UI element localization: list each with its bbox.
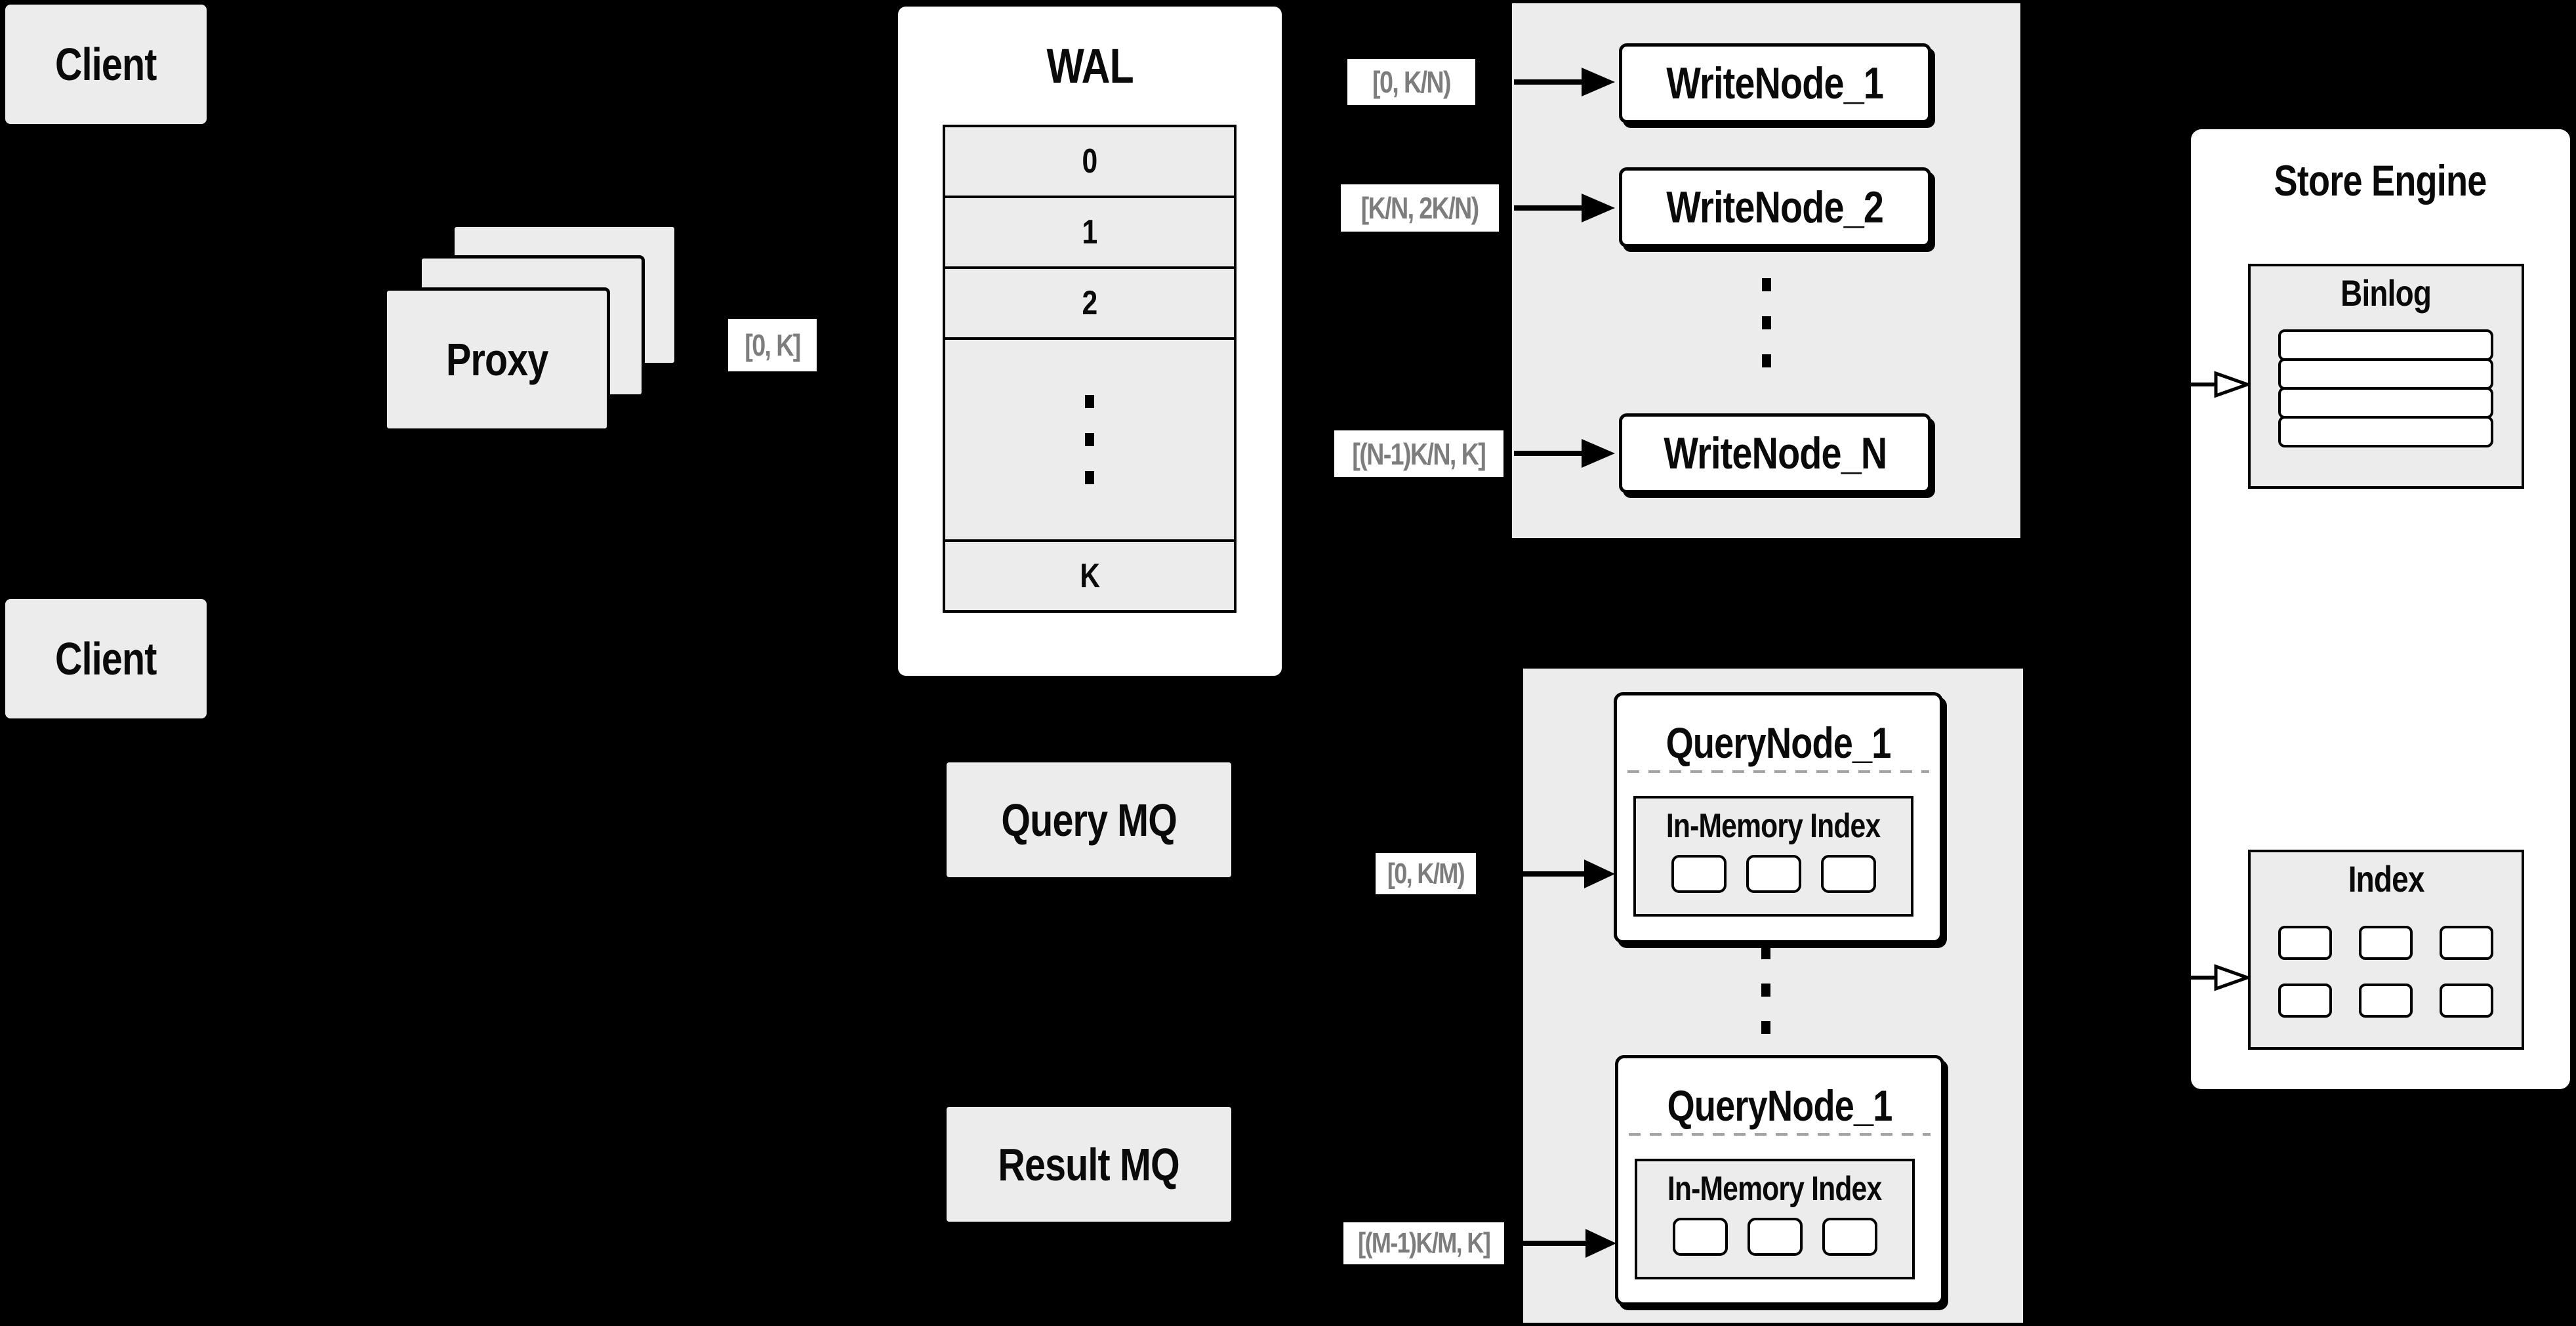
- index-cell: [1672, 1218, 1728, 1256]
- index-cell: [2359, 984, 2413, 1018]
- ellipsis-dot-icon: [1762, 278, 1771, 291]
- wal-title: WAL: [1046, 39, 1134, 93]
- proxy-box: Proxy: [384, 287, 610, 432]
- index-cells-row-2: [2278, 984, 2493, 1018]
- index-cell: [1822, 1218, 1877, 1256]
- arrow-write-node-2-icon: [1514, 192, 1615, 224]
- write-node-2-box: WriteNode_2: [1619, 167, 1931, 247]
- write-node-n-box: WriteNode_N: [1619, 413, 1931, 493]
- wal-segment-stack: 0 1 2 K: [943, 125, 1237, 613]
- ellipsis-dot-icon: [1761, 1021, 1770, 1034]
- in-memory-index-top-label: In-Memory Index: [1666, 807, 1881, 845]
- write-node-1-box: WriteNode_1: [1619, 43, 1931, 123]
- wal-segment-0: 0: [943, 125, 1237, 198]
- client-box-top: Client: [5, 5, 207, 124]
- index-cells-row-1: [2278, 926, 2493, 960]
- index-cell: [1746, 855, 1801, 893]
- binlog-row: [2278, 387, 2493, 419]
- ellipsis-dot-icon: [1085, 471, 1094, 484]
- binlog-row: [2278, 358, 2493, 390]
- ellipsis-dot-icon: [1085, 433, 1094, 446]
- store-engine-title-row: Store Engine: [2191, 155, 2570, 205]
- range-label-write-node-n: [(N-1)K/N, K]: [1334, 430, 1503, 477]
- range-label-proxy-out: [0, K]: [728, 319, 817, 371]
- arrow-query-node-1-icon: [1522, 858, 1615, 890]
- arrow-query-node-m-icon: [1523, 1228, 1616, 1259]
- query-node-top-title: QueryNode_1: [1666, 718, 1892, 767]
- range-label-query-node-m: [(M-1)K/M, K]: [1343, 1222, 1504, 1264]
- wal-segment-k: K: [943, 539, 1237, 613]
- index-title: Index: [2348, 858, 2425, 900]
- index-cell: [2440, 984, 2493, 1018]
- wal-segment-ellipsis: [943, 337, 1237, 542]
- query-node-top-title-row: QueryNode_1: [1617, 718, 1940, 768]
- index-cell: [2278, 984, 2332, 1018]
- proxy-label: Proxy: [445, 334, 548, 385]
- ellipsis-dot-icon: [1762, 316, 1771, 329]
- client-box-bottom: Client: [5, 599, 207, 718]
- range-label-write-node-1: [0, K/N): [1347, 59, 1475, 105]
- query-node-bottom-title-row: QueryNode_1: [1618, 1081, 1941, 1130]
- index-box: Index: [2248, 850, 2524, 1050]
- index-cell: [2278, 926, 2332, 960]
- dashed-divider: [1629, 1133, 1931, 1136]
- result-mq-box: Result MQ: [947, 1107, 1231, 1222]
- index-cell: [2440, 926, 2493, 960]
- binlog-rows: [2278, 329, 2493, 447]
- in-memory-index-top-cells: [1636, 855, 1911, 893]
- binlog-row: [2278, 416, 2493, 447]
- binlog-row: [2278, 329, 2493, 361]
- arrow-write-node-n-icon: [1514, 438, 1615, 469]
- client-top-label: Client: [55, 39, 157, 90]
- arrow-binlog-icon: [2190, 370, 2250, 399]
- wal-segment-2: 2: [943, 266, 1237, 340]
- in-memory-index-bottom-cells: [1637, 1218, 1912, 1256]
- index-cell: [2359, 926, 2413, 960]
- client-bottom-label: Client: [55, 633, 157, 684]
- query-node-bottom-title: QueryNode_1: [1667, 1081, 1893, 1130]
- index-cell: [1747, 1218, 1803, 1256]
- wal-segment-1: 1: [943, 196, 1237, 269]
- in-memory-index-top-box: In-Memory Index: [1633, 796, 1913, 917]
- ellipsis-dot-icon: [1761, 984, 1770, 997]
- store-engine-title: Store Engine: [2274, 156, 2487, 205]
- in-memory-index-bottom-box: In-Memory Index: [1635, 1159, 1915, 1279]
- arrow-index-icon: [2190, 963, 2250, 992]
- range-label-query-node-1: [0, K/M): [1376, 853, 1476, 894]
- ellipsis-dot-icon: [1762, 354, 1771, 367]
- dashed-divider: [1627, 770, 1929, 773]
- in-memory-index-bottom-label: In-Memory Index: [1667, 1170, 1882, 1208]
- query-mq-box: Query MQ: [947, 762, 1231, 877]
- wal-title-row: WAL: [898, 38, 1282, 94]
- ellipsis-dot-icon: [1761, 946, 1770, 959]
- binlog-title: Binlog: [2341, 272, 2432, 314]
- arrow-write-node-1-icon: [1514, 66, 1615, 98]
- index-cell: [1820, 855, 1876, 893]
- wal-box: WAL 0 1 2 K: [898, 7, 1282, 676]
- index-cell: [1671, 855, 1727, 893]
- range-label-write-node-2: [K/N, 2K/N): [1341, 184, 1499, 232]
- ellipsis-dot-icon: [1085, 395, 1094, 408]
- binlog-box: Binlog: [2248, 264, 2524, 489]
